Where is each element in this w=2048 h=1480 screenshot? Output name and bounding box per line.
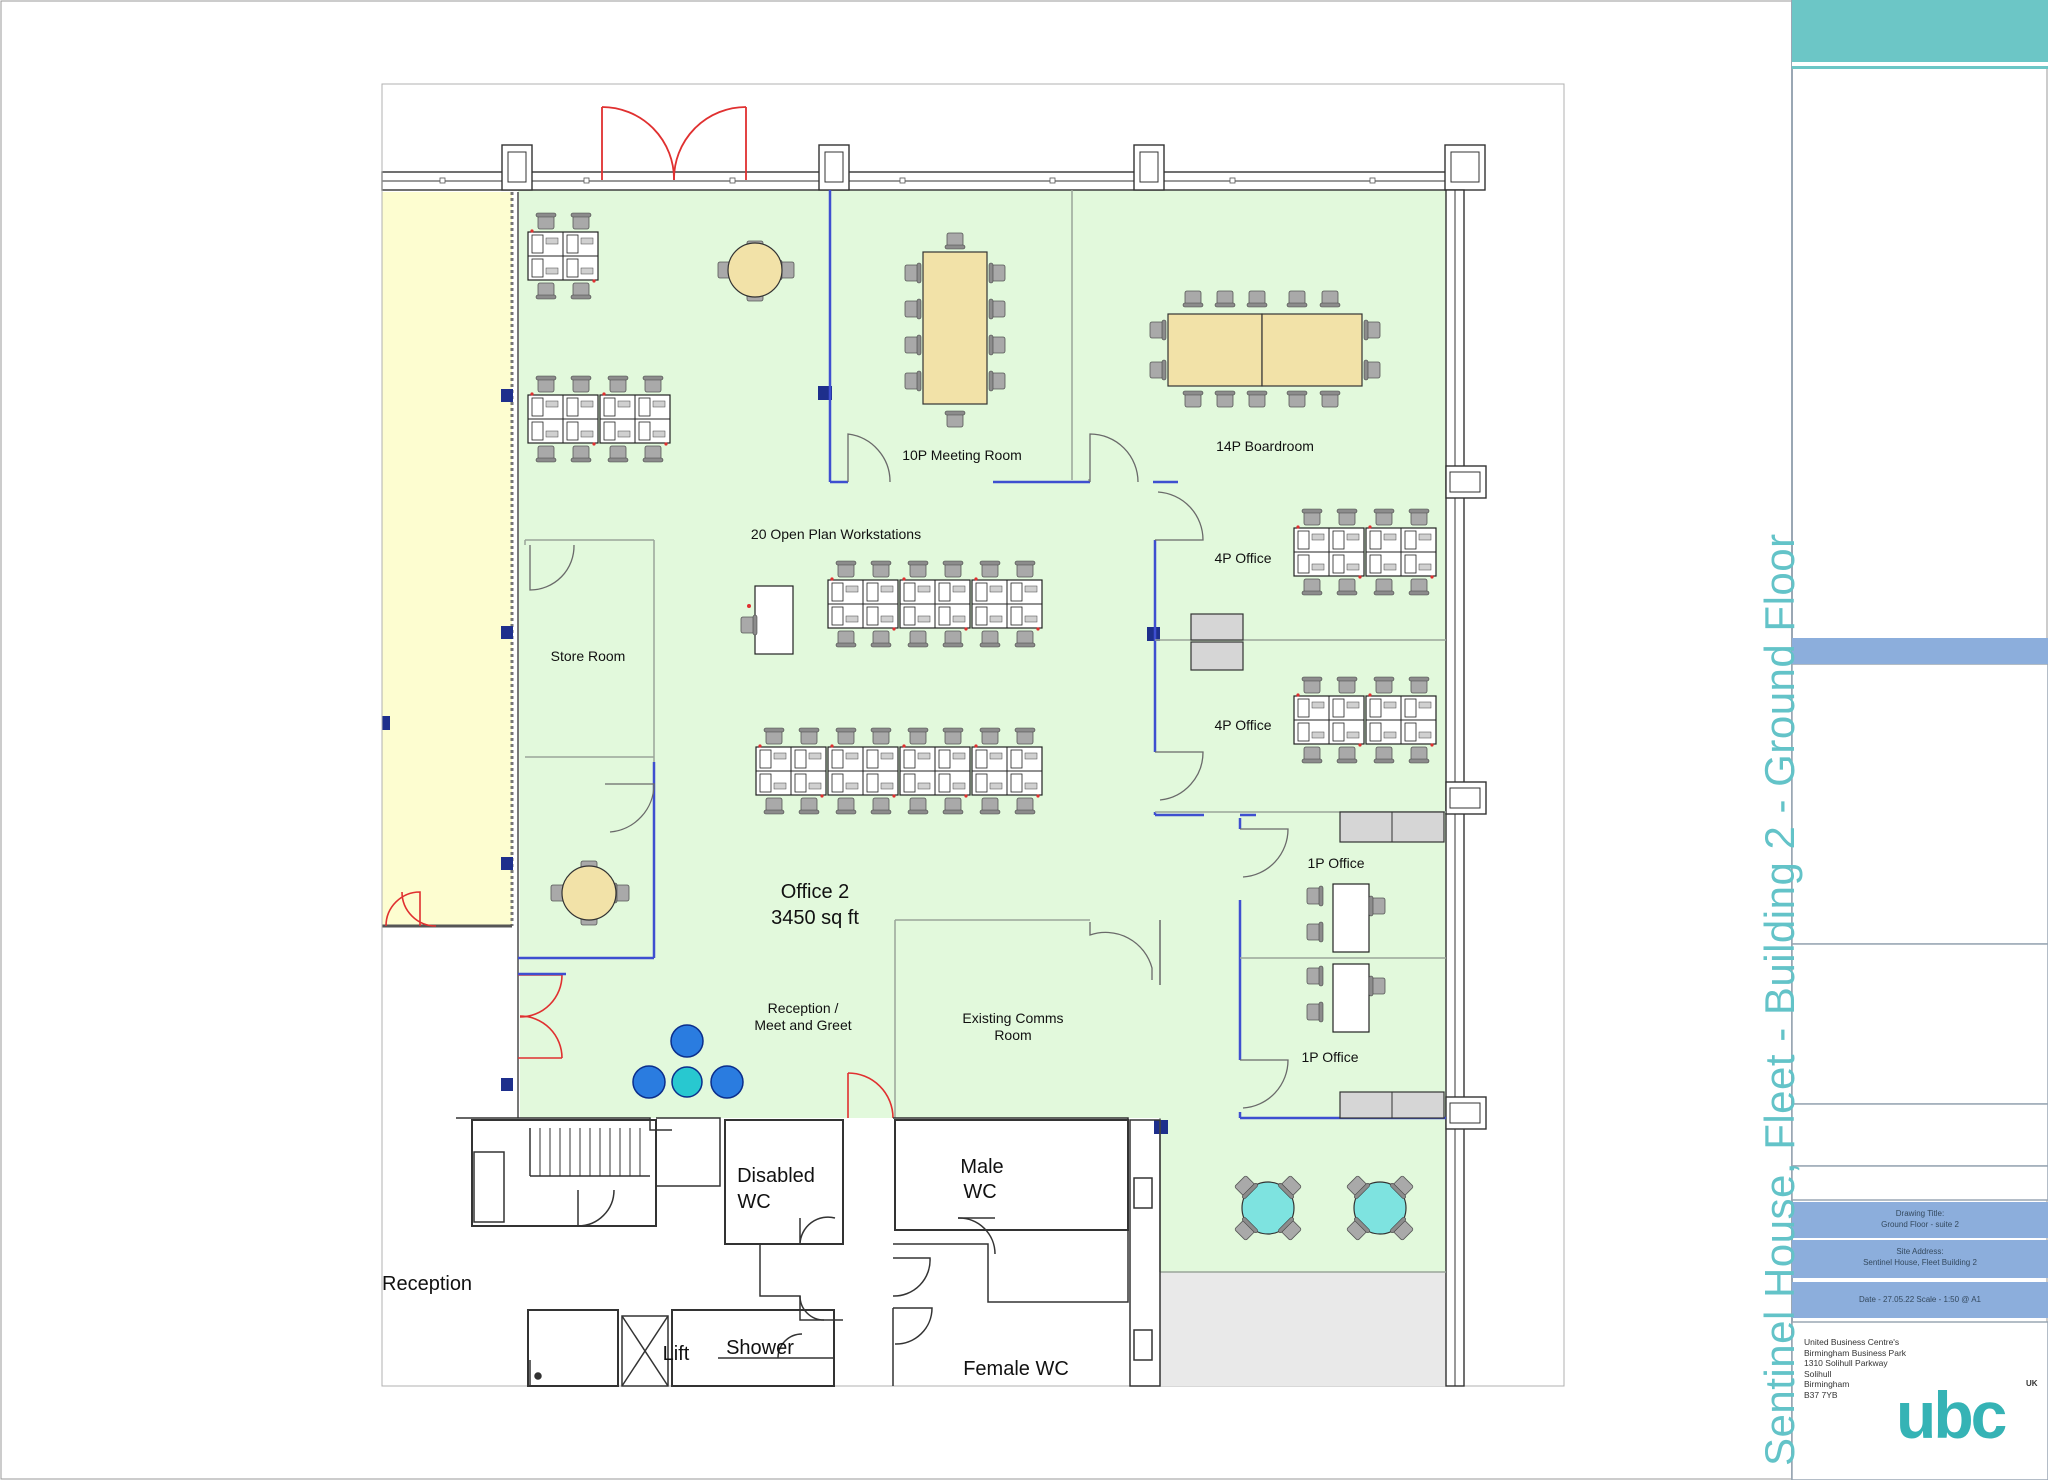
drawing-vertical-title: Sentinel House, Fleet - Building 2 - Gro… <box>1756 533 1803 1466</box>
label-lift: Lift <box>663 1343 690 1365</box>
label-4p-office-b: 4P Office <box>1214 717 1271 733</box>
address-line: Birmingham Business Park <box>1804 1347 1907 1358</box>
label-male-wc-2: WC <box>963 1181 996 1203</box>
ubc-logo: ubc <box>1896 1378 2007 1452</box>
label-1p-office-a: 1P Office <box>1307 855 1364 871</box>
site-address: Sentinel House, Fleet Building 2 <box>1863 1258 1977 1267</box>
site-address-label: Site Address: <box>1896 1247 1944 1256</box>
label-office-2-area: 3450 sq ft <box>771 907 859 929</box>
label-disabled-wc-1: Disabled <box>737 1165 815 1187</box>
label-reception: Reception <box>382 1273 472 1295</box>
title-block-band <box>1792 638 2048 664</box>
label-shower: Shower <box>726 1337 794 1359</box>
drawing-title-box: Drawing Title: Ground Floor - suite 2 <box>1792 1202 2048 1238</box>
label-10p-meeting-room: 10P Meeting Room <box>902 447 1022 463</box>
date-scale-box: Date - 27.05.22 Scale - 1:50 @ A1 <box>1792 1282 2048 1318</box>
label-14p-boardroom: 14P Boardroom <box>1216 438 1314 454</box>
label-comms-room-1: Existing Comms <box>962 1010 1063 1026</box>
label-reception-meet-2: Meet and Greet <box>754 1017 851 1033</box>
address-line: United Business Centre's <box>1804 1337 1900 1347</box>
title-block-header-rule <box>1792 66 2048 69</box>
ubc-logo-suffix: UK <box>2026 1379 2038 1388</box>
site-address-box: Site Address: Sentinel House, Fleet Buil… <box>1792 1240 2048 1278</box>
label-1p-office-b: 1P Office <box>1301 1049 1358 1065</box>
label-office-2: Office 2 <box>781 881 850 903</box>
address-line: 1310 Solihull Parkway <box>1804 1358 1888 1368</box>
drawing-title: Ground Floor - suite 2 <box>1881 1220 1959 1229</box>
address-line: B37 7YB <box>1804 1389 1838 1400</box>
date-scale: Date - 27.05.22 Scale - 1:50 @ A1 <box>1859 1295 1981 1304</box>
label-male-wc-1: Male <box>960 1156 1003 1178</box>
company-address: United Business Centre's Birmingham Busi… <box>1804 1337 1924 1400</box>
label-open-plan: 20 Open Plan Workstations <box>751 526 921 542</box>
label-4p-office-a: 4P Office <box>1214 550 1271 566</box>
label-female-wc: Female WC <box>963 1358 1069 1380</box>
address-line: Birmingham <box>1804 1379 1850 1389</box>
label-reception-meet-1: Reception / <box>768 1000 839 1016</box>
title-block-header-band <box>1792 0 2048 66</box>
address-line: Solihull <box>1804 1368 1832 1379</box>
drawing-title-label: Drawing Title: <box>1895 1209 1945 1218</box>
label-comms-room-2: Room <box>994 1027 1031 1043</box>
label-store-room: Store Room <box>551 648 626 664</box>
label-disabled-wc-2: WC <box>737 1191 770 1213</box>
